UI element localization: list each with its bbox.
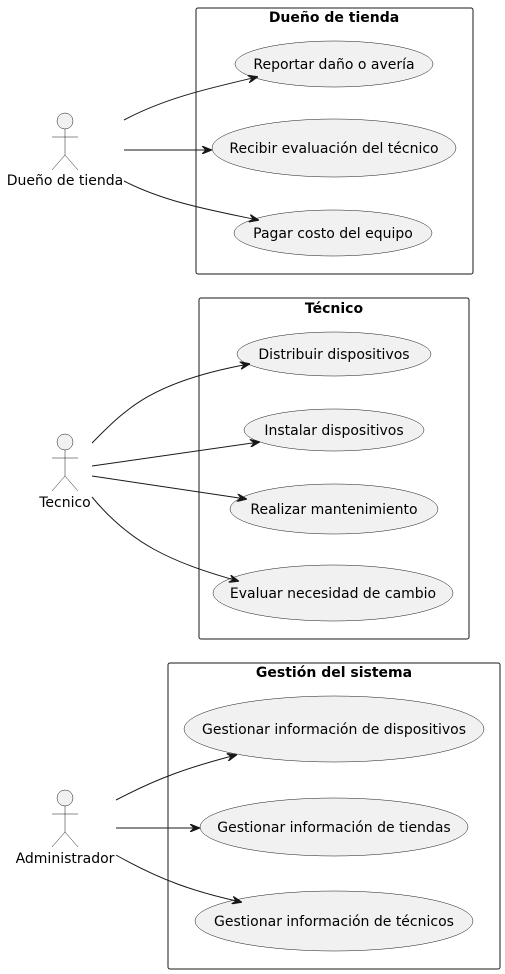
use-case-label: Distribuir dispositivos: [258, 347, 409, 363]
actor-head: [56, 112, 74, 130]
use-case-label: Reportar daño o avería: [253, 57, 414, 73]
use-case-gestionar-tiendas: Gestionar información de tiendas: [199, 797, 469, 857]
association-arrow: [91, 496, 238, 581]
association-arrow: [91, 442, 259, 467]
use-case-label: Evaluar necesidad de cambio: [230, 586, 436, 602]
use-case-pagar-costo: Pagar costo del equipo: [233, 209, 433, 257]
actor-label: Administrador: [16, 851, 115, 867]
use-case-ellipse: [234, 40, 434, 88]
use-case-ellipse: [229, 483, 439, 535]
use-case-label: Instalar dispositivos: [264, 423, 403, 439]
use-case-recibir-evaluacion: Recibir evaluación del técnico: [211, 118, 457, 178]
use-case-distribuir: Distribuir dispositivos: [236, 331, 432, 377]
actor-label: Tecnico: [38, 495, 91, 511]
use-case-label: Pagar costo del equipo: [253, 226, 413, 242]
use-case-gestionar-dispositivos: Gestionar información de dispositivos: [183, 695, 485, 763]
use-case-ellipse: [212, 564, 454, 622]
use-case-ellipse: [211, 118, 457, 178]
association-arrow: [115, 854, 241, 902]
association-arrow: [115, 755, 236, 801]
use-case-label: Recibir evaluación del técnico: [229, 141, 438, 157]
use-case-label: Gestionar información de técnicos: [214, 914, 454, 930]
actor-dueno-de-tienda: Dueño de tienda: [7, 112, 123, 189]
use-case-label: Gestionar información de dispositivos: [202, 722, 466, 738]
actor-legs: [51, 475, 79, 492]
package-tecnico: Técnico Distribuir dispositivos Instalar…: [198, 297, 470, 640]
actor-head: [56, 789, 74, 807]
actor-administrador: Administrador: [16, 789, 115, 867]
association-arrow: [123, 180, 258, 220]
use-case-reportar-dano: Reportar daño o avería: [234, 40, 434, 88]
actor-tecnico: Tecnico: [38, 433, 91, 511]
use-case-label: Gestionar información de tiendas: [217, 820, 450, 836]
package-frame: [198, 297, 470, 640]
use-case-ellipse: [183, 695, 485, 763]
use-case-ellipse: [194, 890, 474, 952]
association-arrow: [123, 77, 257, 121]
actor-legs: [51, 831, 79, 848]
use-case-ellipse: [236, 331, 432, 377]
actor-label: Dueño de tienda: [7, 173, 123, 189]
package-dueno-de-tienda: Dueño de tienda Reportar daño o avería R…: [195, 7, 474, 275]
use-case-evaluar: Evaluar necesidad de cambio: [212, 564, 454, 622]
use-case-ellipse: [233, 209, 433, 257]
actor-head: [56, 433, 74, 451]
package-title: Gestión del sistema: [256, 665, 412, 681]
package-title: Dueño de tienda: [269, 10, 399, 26]
use-case-instalar: Instalar dispositivos: [243, 408, 425, 452]
association-arrow: [91, 364, 249, 444]
use-case-label: Realizar mantenimiento: [250, 502, 417, 518]
package-gestion-del-sistema: Gestión del sistema Gestionar informació…: [167, 662, 501, 970]
use-case-mantenimiento: Realizar mantenimiento: [229, 483, 439, 535]
association-arrow: [91, 475, 246, 499]
use-case-gestionar-tecnicos: Gestionar información de técnicos: [194, 890, 474, 952]
use-case-ellipse: [243, 408, 425, 452]
actor-legs: [51, 154, 79, 171]
package-title: Técnico: [305, 301, 364, 317]
use-case-ellipse: [199, 797, 469, 857]
